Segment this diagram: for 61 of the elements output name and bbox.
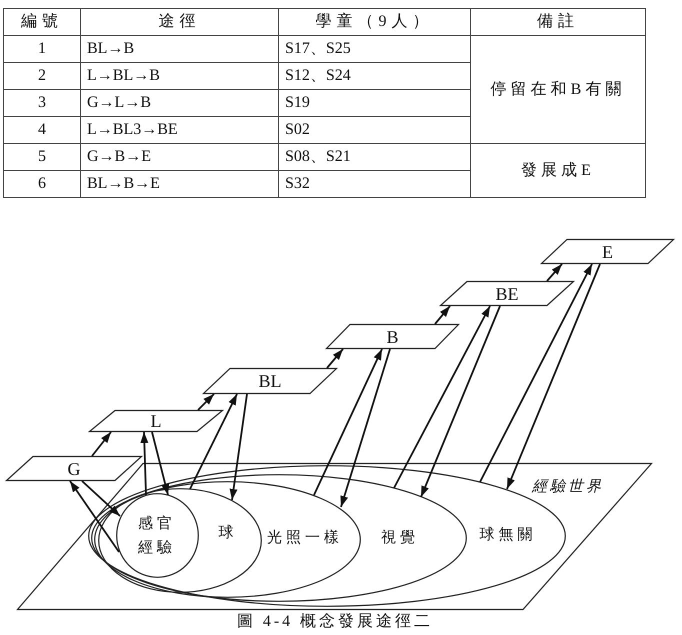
row-number: 5 [4,144,80,170]
arrow [434,305,451,325]
path-sequence: BL→B→E [80,170,278,198]
arrow [546,263,563,282]
row-number: 3 [4,90,80,116]
region-label: 感官經驗 [137,514,177,558]
figure-caption: 圖 4-4 概念發展途徑二 [236,613,434,631]
level-label: E [602,242,613,260]
column-header: 編號 [4,8,80,36]
concept-ellipse [98,488,262,593]
column-header: 學童（9人） [278,8,470,36]
level-label: BE [496,284,518,302]
arrow [197,393,215,411]
arrow [81,480,121,517]
level-plane [440,281,574,306]
arrow [326,348,344,369]
arrow [140,432,148,496]
path-sequence: L→BL3→BE [80,116,278,144]
level-plane [203,368,337,394]
level-label: BL [258,372,282,390]
region-label: 球無關 [480,526,536,544]
arrow [189,394,238,490]
level-label: B [386,328,398,346]
column-header: 備註 [470,8,646,36]
region-label: 光照一樣 [267,529,343,547]
row-number: 1 [4,36,80,62]
level-plane [326,324,459,349]
column-header: 途徑 [80,8,278,36]
student-codes: S17、S25 [278,36,470,62]
arrow [91,431,112,457]
arrow [420,306,501,498]
concept-ellipse [88,465,566,607]
concept-ellipse [94,481,361,598]
arrow [506,264,601,490]
level-label: L [150,412,162,430]
arrow [230,394,248,500]
plane-label: 經驗世界 [532,478,604,496]
concept-circle [116,493,199,578]
row-number: 2 [4,62,80,90]
level-label: G [68,460,80,478]
region-label: 視覺 [381,529,419,547]
level-plane [89,410,223,432]
concept-ellipse [91,474,467,602]
level-plane [6,456,142,481]
level-plane [541,239,674,264]
row-number: 6 [4,170,80,198]
arrow [151,432,170,496]
arrow [479,264,593,482]
arrow [393,306,491,488]
path-sequence: G→B→E [80,144,278,170]
remark-text: 發展成E [470,144,646,198]
row-number: 4 [4,116,80,144]
region-label: 球 [218,524,238,542]
path-sequence: G→L→B [80,90,278,116]
student-codes: S08、S21 [278,144,470,170]
arrow [313,348,383,496]
experience-plane [17,463,652,610]
path-sequence: BL→B [80,36,278,62]
path-sequence: L→BL→B [80,62,278,90]
arrow [340,348,391,508]
remark-text: 停留在和B有關 [470,36,646,144]
